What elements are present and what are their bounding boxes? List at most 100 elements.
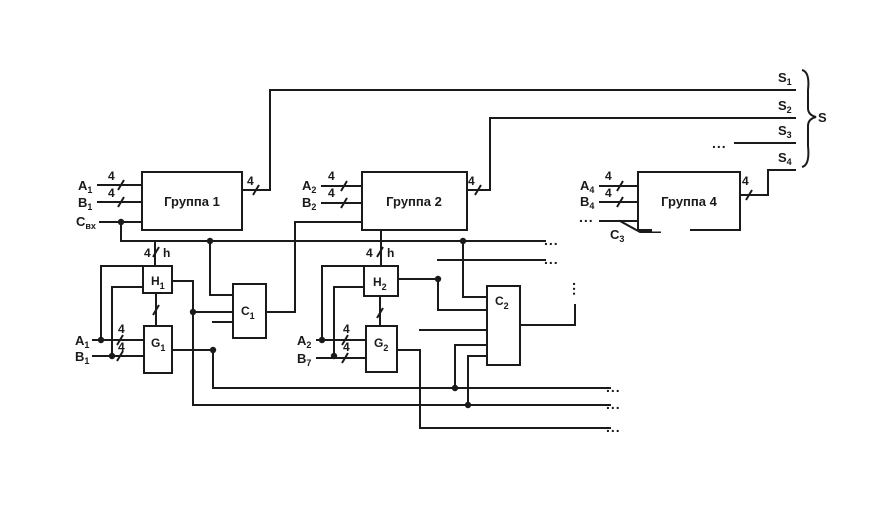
label-b2-low: B bbox=[297, 351, 306, 366]
bus-width-a4: 4 bbox=[605, 169, 612, 183]
wire-c3-branch bbox=[618, 219, 661, 233]
svg-text:A4: A4 bbox=[580, 178, 594, 195]
h2-letter: H bbox=[373, 275, 382, 289]
svg-text:A1: A1 bbox=[75, 333, 89, 350]
label-b1-low-sub: 1 bbox=[84, 356, 89, 366]
label-b2: B bbox=[302, 195, 311, 210]
bus-width-h1: 4 bbox=[144, 246, 151, 260]
svg-text:B2: B2 bbox=[302, 195, 316, 212]
ellipsis-bus-upper: ... bbox=[544, 232, 559, 248]
g1-letter: G bbox=[151, 336, 160, 350]
label-b4: B bbox=[580, 194, 589, 209]
bus-tick bbox=[745, 189, 753, 201]
label-s4-sub: 4 bbox=[787, 157, 792, 167]
svg-text:S2: S2 bbox=[778, 98, 792, 115]
h2-block: H2 bbox=[363, 265, 399, 297]
label-a4-sub: 4 bbox=[589, 185, 594, 195]
wire-cin-down bbox=[120, 221, 211, 242]
junction-dot bbox=[108, 352, 116, 360]
c2-sub: 2 bbox=[504, 301, 509, 311]
svg-text:B1: B1 bbox=[75, 349, 89, 366]
bus-tick bbox=[152, 246, 160, 258]
svg-text:A2: A2 bbox=[297, 333, 311, 350]
label-a1: A bbox=[78, 178, 88, 193]
bus-tick bbox=[117, 179, 125, 191]
group1-block: Группа 1 bbox=[141, 171, 243, 231]
label-a4: A bbox=[580, 178, 590, 193]
svg-text:S1: S1 bbox=[778, 70, 792, 87]
continuation-marks: ... ... ... ... ... ... bbox=[544, 232, 620, 435]
bus-width-h2: 4 bbox=[366, 246, 373, 260]
group2-block: Группа 2 bbox=[361, 171, 468, 231]
bus-tick bbox=[340, 197, 348, 209]
ellipsis-s3: ... bbox=[712, 135, 727, 151]
junction-dot bbox=[189, 308, 197, 316]
bus-width-a2-low: 4 bbox=[343, 322, 350, 336]
bus-tick bbox=[616, 196, 624, 208]
svg-text:A2: A2 bbox=[302, 178, 316, 195]
bus-tick bbox=[341, 352, 349, 364]
wire-s4 bbox=[739, 169, 796, 196]
svg-text:B1: B1 bbox=[78, 195, 92, 212]
c1-letter: C bbox=[241, 304, 250, 318]
svg-text:H2: H2 bbox=[373, 275, 387, 292]
bus-width-b4: 4 bbox=[605, 186, 612, 200]
junction-dot bbox=[451, 384, 459, 392]
ellipsis-c2-out: ... bbox=[570, 282, 586, 297]
junction-dot bbox=[459, 237, 467, 245]
input-labels: A1 B1 Cвх A2 B2 A4 B4 ... C3 A1 B1 A2 B7 bbox=[75, 178, 624, 368]
junction-dot bbox=[330, 352, 338, 360]
label-b1-low: B bbox=[75, 349, 84, 364]
label-a1-low-sub: 1 bbox=[84, 340, 89, 350]
junction-dot bbox=[434, 275, 442, 283]
bus-width-labels: 4 4 4 4 4 4 4 4 4 4 h 4 h 4 4 4 4 bbox=[108, 169, 749, 354]
label-a2-sub: 2 bbox=[311, 185, 316, 195]
label-s3: S bbox=[778, 123, 787, 138]
svg-text:C3: C3 bbox=[610, 227, 624, 244]
wire-h2-left-outer bbox=[321, 265, 365, 341]
svg-text:A1: A1 bbox=[78, 178, 92, 195]
bus-width-b1-low: 4 bbox=[118, 340, 125, 354]
junction-dot bbox=[206, 237, 214, 245]
svg-text:G2: G2 bbox=[374, 336, 388, 353]
wire-h2-to-c2 bbox=[397, 278, 488, 311]
svg-text:C1: C1 bbox=[241, 304, 255, 321]
junction-dot bbox=[464, 401, 472, 409]
bus-tick bbox=[340, 180, 348, 192]
label-b2-low-sub: 7 bbox=[306, 358, 311, 368]
label-c3-sub: 3 bbox=[619, 234, 624, 244]
label-a1-low: A bbox=[75, 333, 85, 348]
bus-tick bbox=[341, 334, 349, 346]
svg-text:G1: G1 bbox=[151, 336, 165, 353]
bus-width-a1: 4 bbox=[108, 169, 115, 183]
h2-sub: 2 bbox=[382, 282, 387, 292]
label-s2-sub: 2 bbox=[787, 105, 792, 115]
bus-tick bbox=[376, 246, 384, 258]
label-b1-sub: 1 bbox=[87, 202, 92, 212]
bus-width-a2: 4 bbox=[328, 169, 335, 183]
svg-text:Cвх: Cвх bbox=[76, 214, 96, 231]
svg-text:B7: B7 bbox=[297, 351, 311, 368]
group1-label: Группа 1 bbox=[164, 194, 220, 209]
c2-block: C2 bbox=[486, 285, 521, 366]
bus-width-g1-out: 4 bbox=[247, 174, 254, 188]
bus-tick bbox=[152, 304, 160, 316]
svg-text:S3: S3 bbox=[778, 123, 792, 140]
label-b4-sub: 4 bbox=[589, 201, 594, 211]
h-label-2: h bbox=[387, 246, 394, 260]
label-s3-sub: 3 bbox=[787, 130, 792, 140]
bus-tick bbox=[252, 184, 260, 196]
bus-width-g2-out: 4 bbox=[468, 174, 475, 188]
g1-block: G1 bbox=[143, 325, 173, 374]
label-s1-sub: 1 bbox=[787, 77, 792, 87]
label-b1: B bbox=[78, 195, 87, 210]
bus-width-b2: 4 bbox=[328, 186, 335, 200]
label-s1: S bbox=[778, 70, 787, 85]
g1-sub: 1 bbox=[160, 343, 165, 353]
svg-text:S4: S4 bbox=[778, 150, 792, 167]
junctions bbox=[97, 218, 472, 409]
bus-width-b2-low: 4 bbox=[343, 340, 350, 354]
bus-tick bbox=[117, 196, 125, 208]
wire-h1-left-inner bbox=[111, 286, 144, 357]
ellipsis-bus-lower: ... bbox=[544, 251, 559, 267]
